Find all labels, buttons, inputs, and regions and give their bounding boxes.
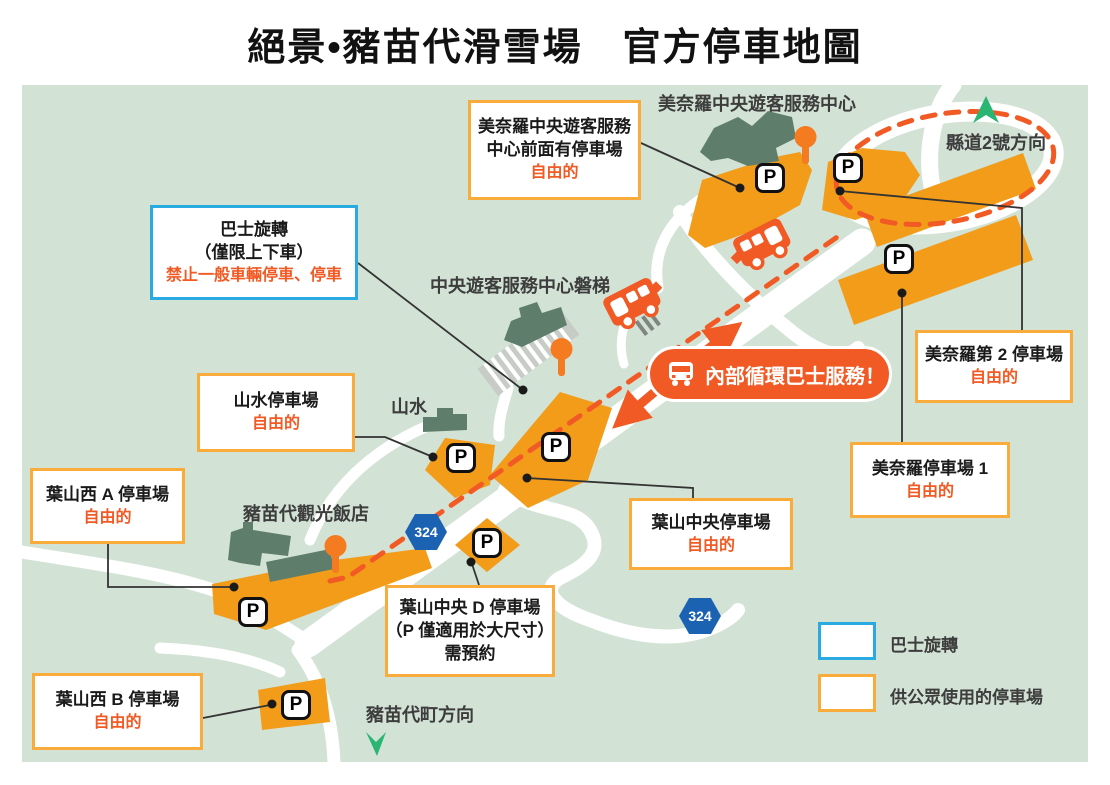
callout-text: 葉山西 A 停車場	[45, 484, 170, 504]
p-marker-hayama-west-a: P	[238, 597, 268, 627]
p-marker-minero-front-2: P	[833, 153, 863, 183]
callout-text: 葉山中央停車場	[651, 512, 771, 532]
page-title: 絕景•豬苗代滑雪場 官方停車地圖	[247, 27, 863, 69]
callout-note: 自由的	[83, 508, 132, 526]
p-marker-hayama-central: P	[541, 432, 571, 462]
label-hotel: 豬苗代觀光飯店	[243, 504, 369, 524]
p-marker-hayama-d: P	[472, 528, 502, 558]
callout-note: 自由的	[905, 482, 954, 500]
badge-text: 內部循環巴士服務！	[705, 365, 885, 388]
p-marker-minero-front: P	[755, 163, 785, 193]
callout-hayama-central-parking: 葉山中央停車場 自由的	[629, 498, 793, 570]
callout-hayama-central-d-parking: 葉山中央 D 停車場 （P 僅適用於大尺寸） 需預約	[385, 585, 555, 677]
callout-text: 葉山西 B 停車場	[55, 690, 180, 710]
bus-front-icon	[669, 362, 693, 386]
label-county-road-direction: 縣道2號方向	[946, 133, 1047, 153]
callout-text: 葉山中央 D 停車場	[399, 597, 541, 617]
callout-minero-front-parking: 美奈羅中央遊客服務 中心前面有停車場 自由的	[468, 100, 641, 200]
callout-text: 美奈羅停車場 1	[871, 458, 989, 478]
p-marker-minero-strips: P	[884, 244, 914, 274]
callout-note: 自由的	[93, 714, 142, 732]
p-marker-sansui: P	[446, 443, 476, 473]
callout-hayama-west-a-parking: 葉山西 A 停車場 自由的	[30, 468, 185, 544]
callout-note: 自由的	[251, 415, 300, 433]
legend-swatch-public-parking	[818, 674, 876, 712]
callout-bus-rotary: 巴士旋轉 （僅限上下車） 禁止一般車輛停車、停車	[150, 205, 358, 300]
callout-hayama-west-b-parking: 葉山西 B 停車場 自由的	[32, 673, 203, 750]
callout-note: 自由的	[969, 369, 1018, 387]
legend-label-bus-rotary: 巴士旋轉	[890, 636, 958, 655]
callout-text: 美奈羅中央遊客服務	[478, 117, 631, 137]
callout-note: 禁止一般車輛停車、停車	[165, 266, 342, 284]
callout-sansui-parking: 山水停車場 自由的	[197, 373, 355, 452]
callout-text: 中心前面有停車場	[486, 140, 623, 160]
callout-minero-1-parking: 美奈羅停車場 1 自由的	[850, 442, 1010, 518]
label-town-direction: 豬苗代町方向	[366, 705, 474, 725]
legend-swatch-bus-rotary	[818, 622, 876, 660]
callout-text: 山水停車場	[233, 391, 319, 411]
callout-text: 美奈羅第 2 停車場	[925, 345, 1063, 365]
p-marker-hayama-west-b: P	[281, 690, 311, 720]
legend-label-public-parking: 供公眾使用的停車場	[890, 688, 1043, 707]
callout-minero-2-parking: 美奈羅第 2 停車場 自由的	[915, 330, 1073, 403]
inner-loop-bus-badge: 內部循環巴士服務！	[647, 346, 892, 402]
callout-text: 需預約	[444, 644, 496, 664]
label-sansui: 山水	[391, 397, 427, 417]
callout-note: 自由的	[530, 164, 579, 182]
label-bandai-center: 中央遊客服務中心磐梯	[430, 276, 610, 296]
label-minero-center: 美奈羅中央遊客服務中心	[658, 94, 856, 114]
callout-text: （僅限上下車）	[194, 242, 314, 262]
callout-text: 巴士旋轉	[220, 219, 288, 239]
callout-note: 自由的	[686, 536, 735, 554]
callout-text: （P 僅適用於大尺寸）	[385, 620, 555, 640]
